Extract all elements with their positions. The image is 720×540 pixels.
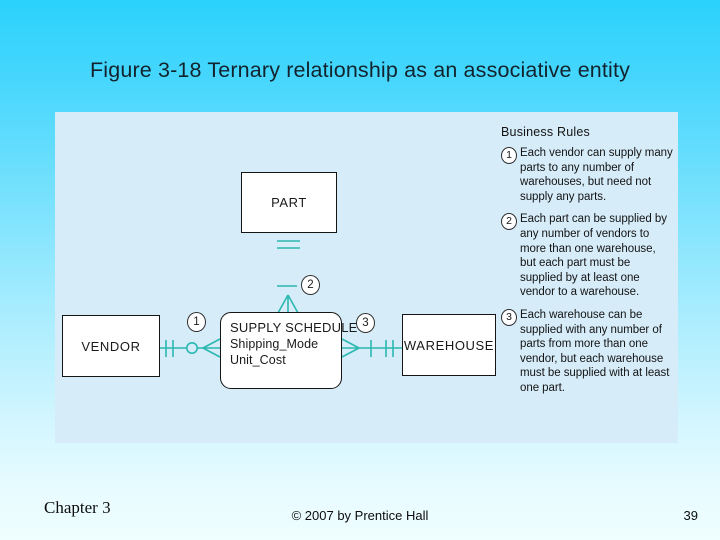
business-rule-1-number: 1	[501, 147, 517, 164]
business-rules-panel: Business Rules 1 Each vendor can supply …	[501, 125, 673, 404]
attribute-shipping-mode: Shipping_Mode	[230, 337, 319, 351]
business-rules-heading: Business Rules	[501, 125, 590, 139]
figure-panel	[55, 112, 678, 443]
business-rule-2: 2 Each part can be supplied by any numbe…	[501, 212, 673, 300]
attribute-unit-cost: Unit_Cost	[230, 353, 286, 367]
business-rule-2-text: Each part can be supplied by any number …	[520, 213, 667, 299]
footer-copyright: © 2007 by Prentice Hall	[291, 508, 429, 523]
relationship-marker-2: 2	[301, 275, 320, 295]
business-rule-3: 3 Each warehouse can be supplied with an…	[501, 308, 673, 396]
footer-page-number: 39	[683, 508, 698, 523]
footer-chapter: Chapter 3	[44, 498, 111, 517]
entity-part-label: PART	[271, 195, 307, 210]
business-rule-1: 1 Each vendor can supply many parts to a…	[501, 146, 673, 204]
entity-warehouse[interactable]: WAREHOUSE	[402, 314, 496, 376]
relationship-marker-1: 1	[187, 312, 206, 332]
entity-supply-schedule[interactable]: SUPPLY SCHEDULE Shipping_Mode Unit_Cost	[220, 312, 358, 389]
business-rule-2-number: 2	[501, 213, 517, 231]
entity-supply-schedule-label: SUPPLY SCHEDULE	[230, 320, 358, 335]
entity-vendor[interactable]: VENDOR	[62, 315, 160, 377]
page-title: Figure 3-18 Ternary relationship as an a…	[90, 58, 630, 82]
entity-warehouse-label: WAREHOUSE	[403, 337, 495, 353]
business-rule-3-number: 3	[501, 308, 517, 326]
business-rule-1-text: Each vendor can supply many parts to any…	[520, 147, 673, 203]
business-rule-3-text: Each warehouse can be supplied with any …	[520, 308, 670, 394]
entity-vendor-label: VENDOR	[81, 338, 141, 354]
relationship-marker-3: 3	[356, 313, 375, 333]
entity-part[interactable]: PART	[241, 172, 337, 233]
